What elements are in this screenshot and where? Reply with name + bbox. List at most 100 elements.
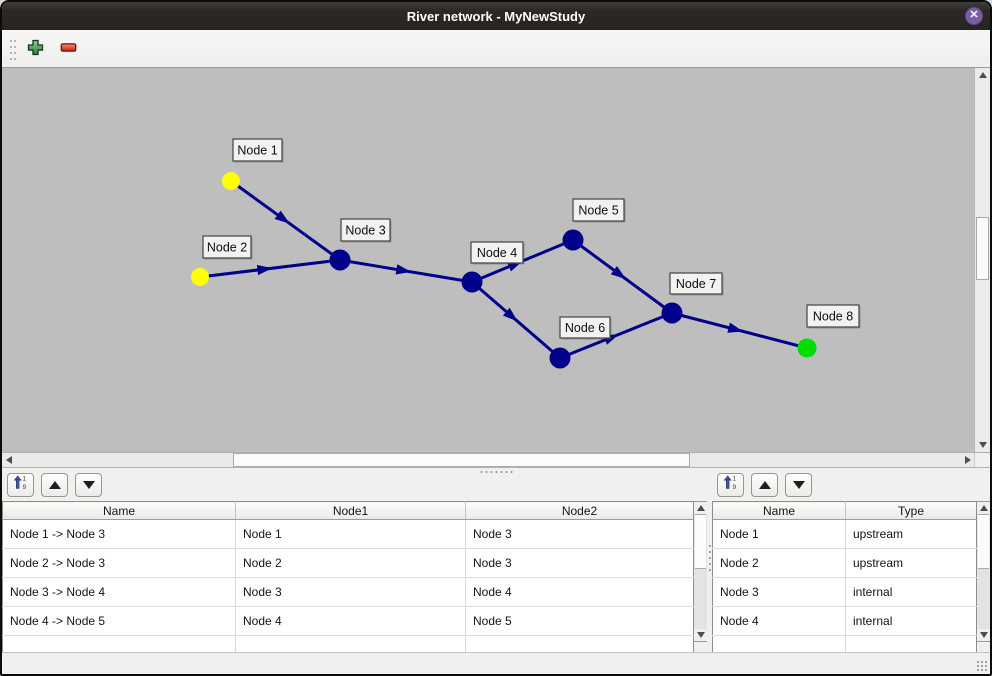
horizontal-scroll-thumb[interactable] [233,453,690,467]
cell-type[interactable]: internal [845,577,977,607]
table-row[interactable]: Node 2 -> Node 3 Node 2 Node 3 [2,548,694,578]
table-row[interactable]: Node 1 -> Node 3 Node 1 Node 3 [2,519,694,549]
scrollbar-corner [974,453,990,467]
column-header[interactable]: Name [712,501,846,520]
scroll-down-button[interactable] [975,438,990,452]
table-scroll-track[interactable] [977,569,990,629]
cell-node1[interactable]: Node 3 [235,577,466,607]
cell-name[interactable]: Node 1 [712,519,846,549]
move-down-button[interactable] [785,472,812,497]
column-header[interactable]: Name [2,501,236,520]
node-node-2[interactable] [191,268,209,286]
canvas-horizontal-scrollbar[interactable] [2,452,990,468]
move-up-button[interactable] [41,472,68,497]
cell-type[interactable]: internal [845,606,977,636]
table-scroll-thumb[interactable] [978,514,989,569]
table-row-empty[interactable] [2,635,694,652]
node-label-box[interactable] [202,235,252,259]
scroll-down-button[interactable] [977,629,990,641]
vertical-splitter-handle[interactable] [708,543,712,575]
cell-name[interactable]: Node 4 [712,606,846,636]
horizontal-splitter-handle[interactable] [479,470,513,474]
node-node-4[interactable] [461,271,483,293]
scroll-up-button[interactable] [975,68,990,82]
node-label-box[interactable] [572,198,625,222]
nodes-table[interactable]: Name Type Node 1 upstream Node 2 upstrea… [712,501,977,652]
table-row[interactable]: Node 3 -> Node 4 Node 3 Node 4 [2,577,694,607]
panel-splitter[interactable] [707,468,712,652]
table-row[interactable]: Node 4 -> Node 5 Node 4 Node 5 [2,606,694,636]
cell-node2[interactable]: Node 3 [465,548,694,578]
cell-node2[interactable]: Node 5 [465,606,694,636]
scroll-up-button[interactable] [977,502,990,514]
remove-node-button[interactable] [59,38,78,60]
node-label-box[interactable] [806,304,860,328]
table-row[interactable]: Node 2 upstream [712,548,977,578]
reaches-panel: 1 9 Name Node1 Node2 [2,468,707,652]
node-label-box[interactable] [559,316,611,339]
cell-name[interactable]: Node 2 -> Node 3 [2,548,236,578]
canvas-vertical-scrollbar[interactable] [974,68,990,452]
scroll-down-button[interactable] [694,629,707,641]
resize-grip[interactable] [976,660,987,671]
column-header[interactable]: Type [845,501,977,520]
scroll-up-button[interactable] [694,502,707,514]
cell-name[interactable]: Node 3 [712,577,846,607]
horizontal-scroll-track[interactable] [15,453,961,467]
cell-type[interactable]: upstream [845,548,977,578]
move-down-button[interactable] [75,472,102,497]
node-node-8[interactable] [797,338,817,358]
plus-icon [27,39,44,59]
table-scroll-track[interactable] [694,569,707,629]
cell-node1[interactable]: Node 4 [235,606,466,636]
cell-node2[interactable]: Node 4 [465,577,694,607]
table-row[interactable]: Node 3 internal [712,577,977,607]
table-scroll-thumb[interactable] [695,514,706,569]
reaches-header-row[interactable]: Name Node1 Node2 [2,501,694,520]
nodes-table-scrollbar[interactable] [977,501,990,642]
triangle-down-icon [978,442,987,448]
node-node-3[interactable] [329,249,351,271]
node-label-box[interactable] [232,138,283,162]
scroll-right-button[interactable] [961,453,974,467]
reaches-table[interactable]: Name Node1 Node2 Node 1 -> Node 3 Node 1… [2,501,694,652]
column-header[interactable]: Node2 [465,501,694,520]
node-node-5[interactable] [562,229,584,251]
nodes-header-row[interactable]: Name Type [712,501,977,520]
cell-name[interactable]: Node 1 -> Node 3 [2,519,236,549]
close-button[interactable]: ✕ [965,7,983,25]
cell-node1[interactable]: Node 1 [235,519,466,549]
edge-arrow-icon [502,307,518,322]
move-up-button[interactable] [751,472,778,497]
node-node-7[interactable] [661,302,683,324]
reaches-table-scrollbar[interactable] [694,501,707,642]
add-node-button[interactable] [26,38,45,60]
triangle-up-icon [978,72,987,78]
table-row-empty[interactable] [712,635,977,652]
nodes-toolbar: 1 9 [712,468,990,501]
table-row[interactable]: Node 4 internal [712,606,977,636]
cell-node1[interactable]: Node 2 [235,548,466,578]
node-node-1[interactable] [222,172,240,190]
cell-type[interactable]: upstream [845,519,977,549]
cell-node2[interactable]: Node 3 [465,519,694,549]
scroll-left-button[interactable] [2,453,15,467]
toolbar-drag-handle[interactable] [8,35,16,62]
table-row[interactable]: Node 1 upstream [712,519,977,549]
sort-ascending-icon: 1 9 [13,474,28,495]
node-label-box[interactable] [470,241,524,264]
node-label-box[interactable] [340,218,391,242]
node-label-box[interactable] [669,272,723,295]
cell-name[interactable]: Node 3 -> Node 4 [2,577,236,607]
sort-button[interactable]: 1 9 [7,472,34,497]
cell-name[interactable]: Node 2 [712,548,846,578]
node-node-6[interactable] [549,347,571,369]
node-label: Node 5 [578,204,618,218]
cell-name[interactable]: Node 4 -> Node 5 [2,606,236,636]
sort-ascending-icon: 1 9 [723,474,738,495]
vertical-scroll-thumb[interactable] [976,217,989,280]
sort-button[interactable]: 1 9 [717,472,744,497]
column-header[interactable]: Node1 [235,501,466,520]
